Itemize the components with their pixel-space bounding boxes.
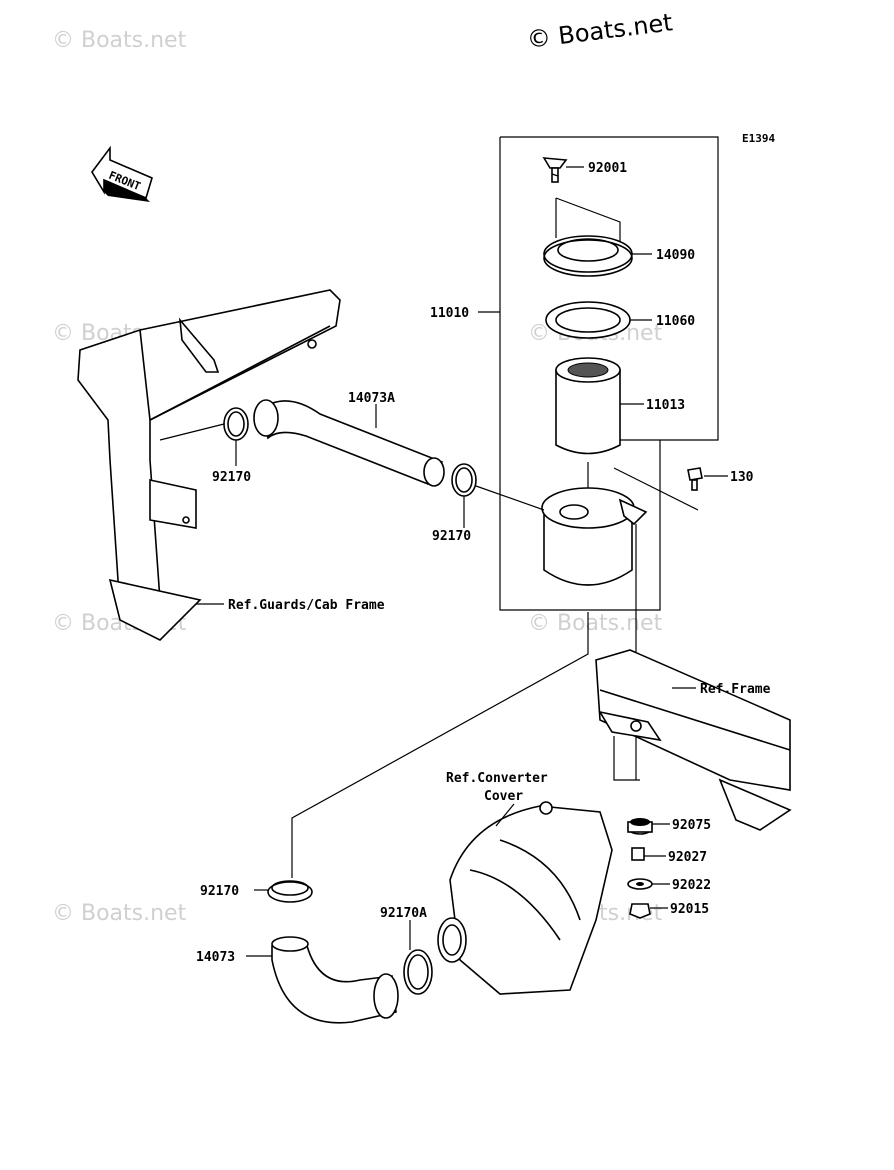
part-label-92170A: 92170A bbox=[380, 906, 427, 921]
assembly-bracket bbox=[499, 137, 661, 611]
hose-clamp-icon bbox=[403, 949, 433, 995]
part-label-14090: 14090 bbox=[656, 248, 695, 263]
part-label-11060: 11060 bbox=[656, 314, 695, 329]
ref-label-converter: Ref.Converter bbox=[446, 771, 548, 786]
leader-line bbox=[495, 803, 515, 827]
leader-line bbox=[291, 612, 589, 878]
assembly-bracket bbox=[500, 136, 719, 441]
gasket-icon bbox=[545, 301, 631, 339]
main-frame-icon bbox=[595, 649, 792, 831]
hose-clamp-icon bbox=[267, 880, 313, 903]
cover-plate-icon bbox=[543, 235, 633, 277]
part-label-92022: 92022 bbox=[672, 878, 711, 893]
part-label-92015: 92015 bbox=[670, 902, 709, 917]
converter-cover-icon bbox=[437, 801, 613, 995]
wing-bolt-icon bbox=[542, 157, 568, 183]
ref-label-guards: Ref.Guards/Cab Frame bbox=[228, 598, 385, 613]
bolt-icon bbox=[687, 467, 703, 491]
air-box-housing-icon bbox=[541, 487, 648, 586]
part-label-130: 130 bbox=[730, 470, 754, 485]
elbow-hose-icon bbox=[271, 936, 399, 1024]
part-label-92170: 92170 bbox=[212, 470, 251, 485]
part-label-11013: 11013 bbox=[646, 398, 685, 413]
filter-element-icon bbox=[555, 357, 621, 455]
watermark-faint: © Boats.net bbox=[528, 611, 663, 636]
leader-line bbox=[613, 736, 640, 781]
watermark-faint: © Boats.net bbox=[52, 901, 187, 926]
front-arrow-icon: FRONT bbox=[91, 145, 153, 202]
part-label-92001: 92001 bbox=[588, 161, 627, 176]
part-label-92075: 92075 bbox=[672, 818, 711, 833]
grommet-icon bbox=[627, 818, 653, 835]
hose-clamp-icon bbox=[223, 407, 249, 441]
part-label-92027: 92027 bbox=[668, 850, 707, 865]
air-duct-icon bbox=[253, 399, 445, 487]
ref-label-frame: Ref.Frame bbox=[700, 682, 771, 697]
diagram-code: E1394 bbox=[742, 132, 775, 145]
watermark-faint: © Boats.net bbox=[52, 28, 187, 53]
part-label-92170: 92170 bbox=[432, 529, 471, 544]
ref-label-converter-cover: Cover bbox=[484, 789, 523, 804]
part-label-92170: 92170 bbox=[200, 884, 239, 899]
leader-line bbox=[159, 423, 225, 441]
leader-line bbox=[475, 485, 545, 511]
cab-frame-icon bbox=[77, 289, 341, 641]
nut-icon bbox=[629, 903, 651, 919]
collar-icon bbox=[631, 847, 645, 861]
part-label-14073: 14073 bbox=[196, 950, 235, 965]
leader-line bbox=[613, 467, 699, 511]
washer-icon bbox=[627, 878, 653, 890]
part-label-14073A: 14073A bbox=[348, 391, 395, 406]
watermark-main: © Boats.net bbox=[525, 8, 674, 54]
hose-clamp-icon bbox=[451, 463, 477, 497]
part-label-11010: 11010 bbox=[430, 306, 469, 321]
